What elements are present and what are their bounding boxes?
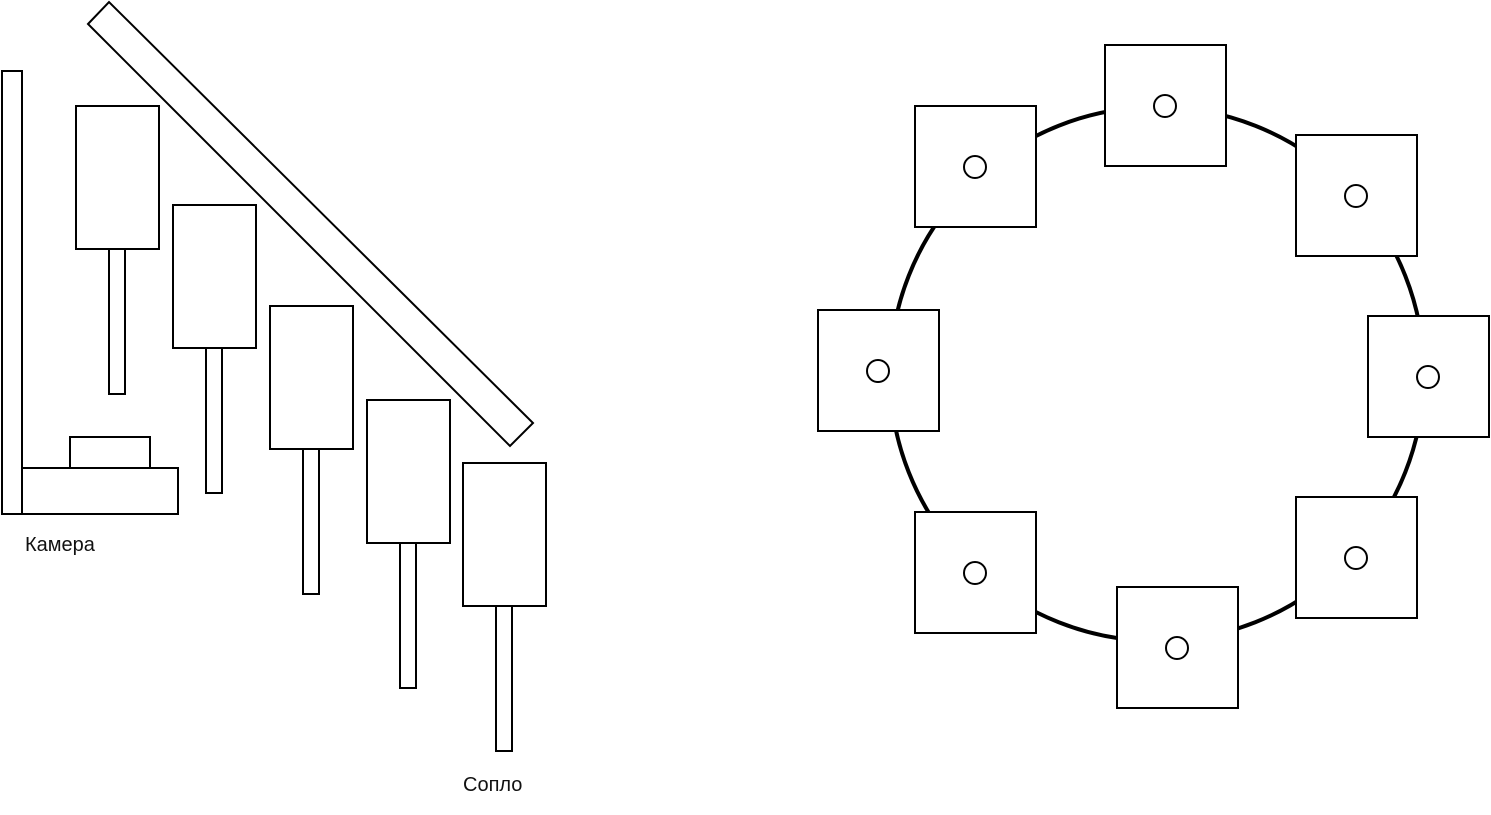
station-hole	[1416, 365, 1440, 389]
camera-base	[21, 467, 179, 515]
station-hole	[866, 359, 890, 383]
station-hole	[1344, 184, 1368, 208]
nozzle-body	[366, 399, 451, 544]
camera-label: Камера	[25, 534, 95, 556]
left-assembly	[1, 0, 547, 752]
nozzle-stem	[108, 248, 126, 395]
nozzle-body	[75, 105, 160, 250]
station-group	[817, 44, 1490, 709]
station-hole	[1344, 546, 1368, 570]
nozzle-body	[462, 462, 547, 607]
nozzle-group	[75, 105, 547, 752]
vertical-post	[1, 70, 23, 515]
nozzle-body	[172, 204, 257, 349]
station-hole	[1153, 94, 1177, 118]
camera-body	[69, 436, 151, 469]
station-square	[1295, 496, 1418, 619]
nozzle-stem	[302, 448, 320, 595]
nozzle-label: Сопло	[463, 774, 523, 796]
nozzle-stem	[495, 605, 513, 752]
nozzle-stem	[205, 347, 223, 494]
diagonal-bar	[86, 0, 535, 448]
nozzle-body	[269, 305, 354, 450]
station-hole	[1165, 636, 1189, 660]
station-hole	[963, 155, 987, 179]
station-hole	[963, 561, 987, 585]
nozzle-stem	[399, 542, 417, 689]
ring-assembly	[817, 44, 1490, 709]
